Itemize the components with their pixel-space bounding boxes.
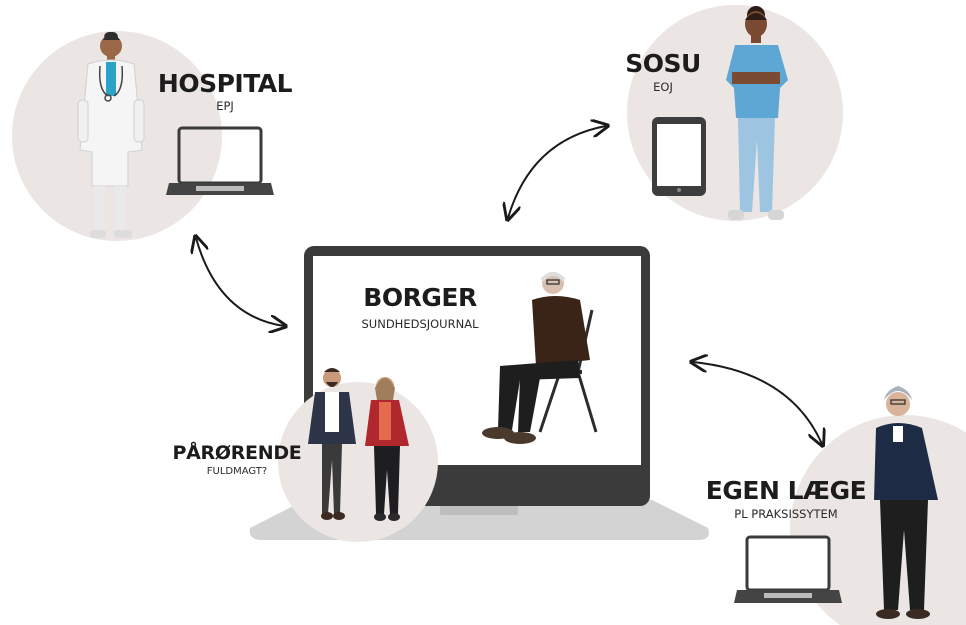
hospital-title: HOSPITAL [158,69,293,98]
nurse-figure [726,6,788,220]
sosu-subtitle: EOJ [653,80,673,94]
paarorende-label: PÅRØRENDE FULDMAGT? [173,440,302,477]
doctor-figure [77,32,145,238]
borger-title: BORGER [363,283,477,312]
borger-label: BORGER SUNDHEDSJOURNAL [362,283,480,331]
egen-laege-label: EGEN LÆGE PL PRAKSISSYTEM [706,476,867,521]
egen-laege-subtitle: PL PRAKSISSYTEM [734,507,837,521]
sosu-title: SOSU [625,49,701,78]
paarorende-title: PÅRØRENDE [173,440,302,464]
sosu-tablet-icon [652,117,706,196]
arrow-borger-egen-laege [693,362,822,444]
egen-laege-title: EGEN LÆGE [706,476,866,505]
relatives-figures [308,368,409,521]
gp-figure [874,386,938,619]
hospital-subtitle: EPJ [216,99,234,113]
egen-laege-laptop-icon [734,535,842,603]
sosu-label: SOSU EOJ [625,49,701,94]
paarorende-circle [278,382,438,542]
hospital-laptop-icon [166,126,274,195]
hospital-label: HOSPITAL EPJ [158,69,293,113]
arrow-sosu-borger [508,126,606,218]
arrow-hospital-borger [196,238,284,326]
seated-citizen-figure [482,272,598,444]
borger-subtitle: SUNDHEDSJOURNAL [362,317,480,331]
paarorende-subtitle: FULDMAGT? [207,466,267,477]
